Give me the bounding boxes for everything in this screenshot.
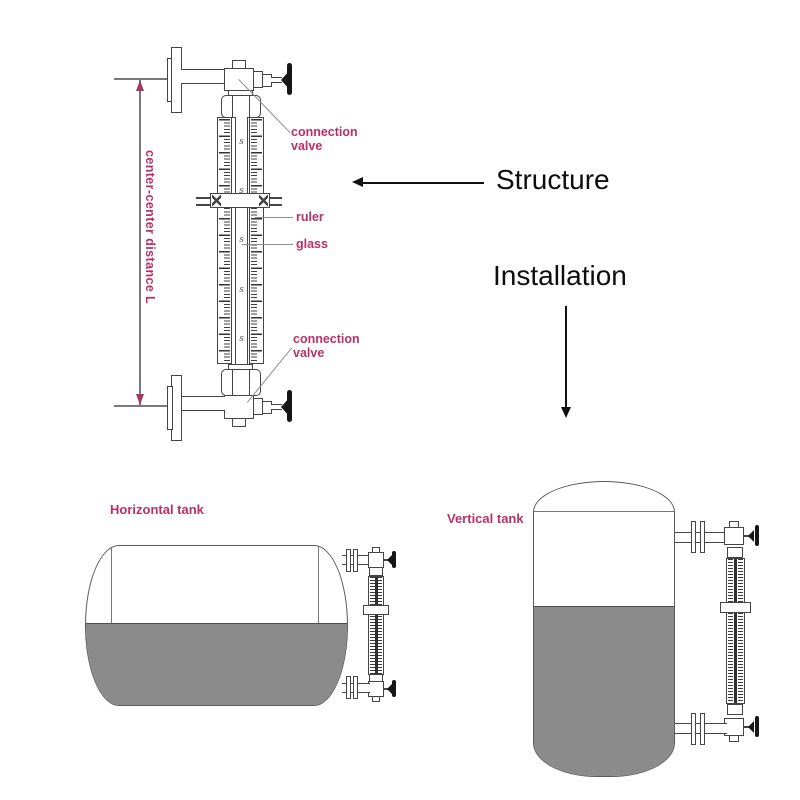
tank-dome-seam-line [534, 511, 674, 513]
gauge-top-flange [353, 549, 358, 572]
gauge-tube [726, 558, 745, 704]
nut-facet [248, 96, 250, 117]
tank-seam-line [111, 546, 113, 624]
ruler-label: ruler [296, 210, 324, 224]
horizontal-tank-label: Horizontal tank [110, 502, 204, 517]
bottom-valve-stem [271, 404, 282, 410]
dimension-extension-top [114, 78, 167, 80]
glass-texture-mark: s [239, 334, 244, 345]
coupling-end-mark [212, 194, 221, 206]
gauge-bottom-union [727, 704, 743, 715]
top-valve-cap [232, 60, 246, 69]
gauge-top-valve-cap [729, 521, 739, 528]
gauge-bottom-handwheel-cone [387, 683, 392, 694]
gauge-bottom-flange [346, 676, 351, 699]
connection-valve-bottom-label: connection valve [293, 332, 360, 360]
vertical-tank-liquid [534, 606, 674, 776]
dimension-arrow-top [135, 80, 144, 91]
bottom-handwheel-cone [281, 396, 290, 417]
gauge-bottom-stem [383, 687, 390, 690]
ruler-short-ticks [251, 119, 257, 362]
top-pipe [181, 69, 225, 84]
installation-arrow [565, 306, 567, 408]
vertical-tank-label: Vertical tank [447, 511, 524, 526]
nut-facet [232, 370, 234, 395]
bottom-flange-neck [167, 386, 173, 430]
gauge-top-flange [700, 521, 705, 553]
leader-ruler [255, 217, 293, 219]
center-distance-label: center-center distance L [143, 150, 157, 305]
gauge-tube [368, 576, 384, 675]
ruler-rail-right [249, 117, 264, 364]
gauge-bottom-handwheel-cone [748, 720, 754, 733]
glass-label: glass [296, 237, 328, 251]
structure-arrowhead-icon [352, 177, 363, 187]
gauge-top-valve-cap [372, 547, 380, 553]
nut-facet [248, 370, 250, 395]
coupling-end-mark [259, 194, 268, 206]
vertical-tank [533, 481, 675, 777]
gauge-top-flange [346, 549, 351, 572]
structure-arrow [362, 182, 484, 184]
top-handwheel-icon [287, 63, 292, 95]
gauge-top-union [727, 547, 743, 558]
glass-texture-mark: s [239, 235, 244, 246]
bottom-handwheel-icon [287, 390, 292, 422]
nut-facet [232, 96, 234, 117]
gauge-bottom-handwheel-icon [392, 680, 396, 697]
leader-glass [242, 244, 293, 246]
installation-heading: Installation [493, 260, 627, 291]
connection-valve-top-label: connection valve [291, 125, 358, 153]
gauge-bottom-flange [700, 713, 705, 745]
bottom-pipe [181, 396, 225, 411]
gauge-bottom-handwheel-icon [754, 716, 759, 737]
horizontal-tank-liquid [86, 623, 347, 705]
bottom-valve-cap [232, 418, 246, 427]
gauge-bottom-stem [743, 725, 751, 728]
gauge-bottom-valve-cap [729, 735, 739, 742]
top-valve-stem [271, 77, 282, 83]
installation-arrowhead-icon [560, 407, 571, 418]
horizontal-tank [85, 545, 348, 706]
mid-coupling-band [210, 193, 270, 208]
gauge-bottom-valve-body [724, 718, 744, 736]
gauge-top-stem [743, 534, 751, 537]
dimension-extension-bottom [114, 405, 167, 407]
glass-texture-mark: s [239, 136, 244, 147]
glass-tube: s s s s s [235, 117, 248, 364]
gauge-top-handwheel-icon [754, 525, 759, 546]
glass-texture: s s s s s [236, 117, 247, 364]
gauge-top-union [369, 567, 383, 576]
gauge-bottom-valve-body [368, 681, 384, 697]
gauge-top-handwheel-cone [387, 554, 392, 565]
ruler-short-ticks [224, 119, 230, 362]
glass-texture-mark: s [239, 186, 244, 197]
gauge-top-flange [691, 521, 696, 553]
horizontal-tank-gauge [337, 545, 399, 705]
gauge-bottom-valve-cap [372, 696, 380, 702]
structure-heading: Structure [496, 164, 610, 195]
dimension-line [139, 79, 141, 406]
gauge-top-valve-body [724, 527, 744, 545]
gauge-bottom-flange [691, 713, 696, 745]
gauge-top-stem [383, 558, 390, 561]
gauge-top-valve-body [368, 552, 384, 568]
gauge-top-handwheel-cone [748, 529, 754, 542]
gauge-mid-coupling [363, 605, 389, 615]
glass-texture-mark: s [239, 284, 244, 295]
tank-seam-line [318, 546, 320, 624]
gauge-top-handwheel-icon [392, 551, 396, 568]
vertical-tank-gauge [675, 515, 767, 750]
top-handwheel-cone [281, 69, 290, 90]
top-union-nut [221, 95, 261, 118]
gauge-mid-coupling [720, 602, 751, 613]
dimension-arrow-bottom [135, 394, 144, 405]
gauge-bottom-flange [353, 676, 358, 699]
ruler-rail-left [217, 117, 232, 364]
